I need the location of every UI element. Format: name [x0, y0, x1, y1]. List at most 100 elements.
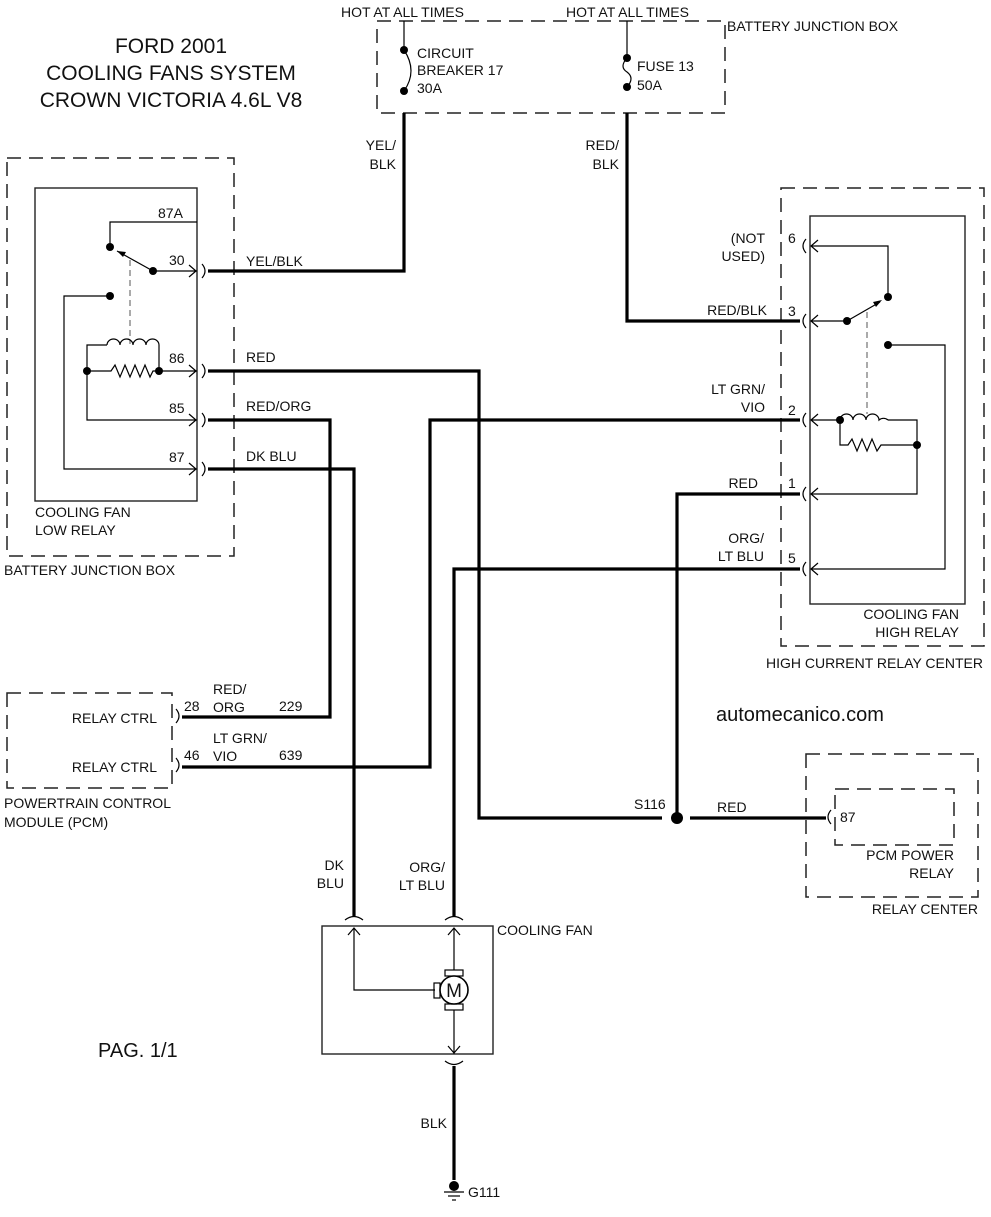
fan-wire-low-internal — [353, 928, 435, 991]
bjb-left-enclosure — [6, 157, 235, 557]
ground-label: G111 — [468, 1184, 500, 1200]
contact-87a — [106, 243, 114, 251]
ground-g111: G111 — [444, 1181, 500, 1201]
pin-87a: 87A — [158, 205, 184, 221]
pcm-pin-28: 28 — [184, 698, 200, 714]
pcm-wire-label-org: ORG — [213, 699, 245, 715]
wire-label-red-1: RED — [728, 475, 758, 491]
title-line-3: CROWN VICTORIA 4.6L V8 — [40, 89, 303, 112]
high-relay-name-1: COOLING FAN — [863, 606, 959, 622]
cooling-fan-label: COOLING FAN — [497, 922, 593, 938]
wire-87a-internal — [109, 221, 197, 247]
connector-pcm-relay-87-icon — [827, 809, 832, 825]
hcrc-label: HIGH CURRENT RELAY CENTER — [766, 655, 983, 671]
wire-label-red-s116: RED — [717, 799, 747, 815]
wire-label-yel-blk: YEL/BLK — [246, 253, 303, 269]
pcm-power-relay-name-1: PCM POWER — [866, 847, 954, 863]
high-switch-arrow-icon — [873, 300, 882, 307]
wire-lt-grn-vio — [182, 418, 800, 769]
connector-85-icon — [201, 412, 206, 428]
fuse-label: FUSE 13 — [637, 58, 694, 74]
pin-5-arrow-icon — [810, 562, 819, 576]
wire-label-blk-ground: BLK — [421, 1115, 448, 1131]
wire-label-org: ORG/ — [728, 530, 764, 546]
high-coil-right-lead — [888, 419, 918, 445]
relay-center-label: RELAY CENTER — [872, 901, 978, 917]
wire-red-blk — [625, 113, 800, 323]
connector-3-icon — [802, 313, 807, 329]
not-used-1: (NOT — [731, 230, 766, 246]
circuit-229: 229 — [279, 698, 303, 714]
pin-86-arrow-icon — [188, 364, 197, 378]
wire-label-dk-blu: DK BLU — [246, 448, 297, 464]
pin-87-arrow-icon — [188, 462, 197, 476]
high-relay-body — [809, 215, 966, 605]
fuse-icon — [622, 57, 632, 88]
fan-wire-label-lt-blu: LT BLU — [399, 877, 445, 893]
contact-6 — [884, 293, 892, 301]
wire-label-lt-blu: LT BLU — [718, 548, 764, 564]
motor-brush-bottom — [444, 1003, 464, 1011]
wire-label-blk: BLK — [370, 156, 397, 172]
pcm-wire-label-lt-grn: LT GRN/ — [213, 730, 267, 746]
connector-30-icon — [201, 263, 206, 279]
high-relay-name-2: HIGH RELAY — [875, 624, 959, 640]
pcm-power-relay-enclosure — [834, 788, 955, 846]
title-line-1: FORD 2001 — [115, 35, 227, 58]
circuit-breaker-icon — [403, 49, 412, 92]
fuse-rating: 50A — [637, 77, 663, 93]
pin-85: 85 — [169, 400, 185, 416]
pcm-name-1: POWERTRAIN CONTROL — [4, 795, 171, 811]
relay-center: 87 PCM POWER RELAY RELAY CENTER — [805, 753, 979, 917]
cooling-fan-body — [321, 925, 494, 1055]
wire-1-internal — [811, 445, 918, 495]
splice-s116 — [671, 812, 683, 824]
motor-icon — [439, 975, 469, 1005]
connector-1-icon — [802, 486, 807, 502]
wire-label-red-blk: RED/BLK — [707, 302, 768, 318]
pin-5: 5 — [788, 550, 796, 566]
connector-87-icon — [201, 461, 206, 477]
low-relay-name-1: COOLING FAN — [35, 504, 131, 520]
pcm-pin-46: 46 — [184, 747, 200, 763]
splice-label: S116 — [634, 796, 666, 812]
wire-red-1 — [675, 492, 800, 818]
cb-terminal-bottom — [400, 87, 408, 95]
fan-wire-label-org: ORG/ — [409, 859, 445, 875]
hot-at-all-times-2: HOT AT ALL TIMES — [566, 4, 689, 20]
pcm-connector-46-icon — [175, 757, 180, 773]
title-line-2: COOLING FANS SYSTEM — [46, 62, 296, 85]
pin-3: 3 — [788, 303, 796, 319]
switch-arrow-icon — [117, 251, 126, 257]
cooling-fan-low-relay: BATTERY JUNCTION BOX COOLING FAN LOW REL… — [4, 157, 235, 578]
cb-rating: 30A — [417, 80, 443, 96]
pcm-wire-label-red: RED/ — [213, 681, 247, 697]
wire-org-lt-blu — [452, 567, 800, 916]
coil-icon — [106, 338, 160, 346]
circuit-639: 639 — [279, 747, 303, 763]
pcm-name-2: MODULE (PCM) — [4, 814, 108, 830]
pcm-relay-ctrl-1: RELAY CTRL — [72, 710, 157, 726]
wire-red-86 — [208, 369, 662, 820]
pin-6: 6 — [788, 230, 796, 246]
wire-label-red-org: RED/ORG — [246, 398, 311, 414]
wire-red-org — [182, 418, 332, 719]
cooling-fan: COOLING FAN M — [321, 915, 593, 1066]
page-label: PAG. 1/1 — [98, 1040, 178, 1062]
fan-wire-label-blu: BLU — [317, 875, 344, 891]
pin-85-arrow-icon — [188, 413, 197, 427]
pin-30: 30 — [169, 252, 185, 268]
low-relay-name-2: LOW RELAY — [35, 522, 116, 538]
pcm-enclosure — [6, 692, 173, 789]
connector-5-icon — [802, 561, 807, 577]
powertrain-control-module: RELAY CTRL RELAY CTRL POWERTRAIN CONTROL… — [4, 692, 303, 830]
coil-left-lead — [86, 344, 107, 371]
pin-30-arrow-icon — [188, 264, 197, 278]
hot-at-all-times-1: HOT AT ALL TIMES — [341, 4, 464, 20]
fan-ground-arrow-icon — [447, 1045, 461, 1054]
motor-symbol: M — [446, 981, 462, 1002]
cb-label-1: CIRCUIT — [417, 45, 474, 61]
wire-87-internal — [63, 295, 197, 470]
pcm-power-relay-pin-87: 87 — [840, 809, 856, 825]
